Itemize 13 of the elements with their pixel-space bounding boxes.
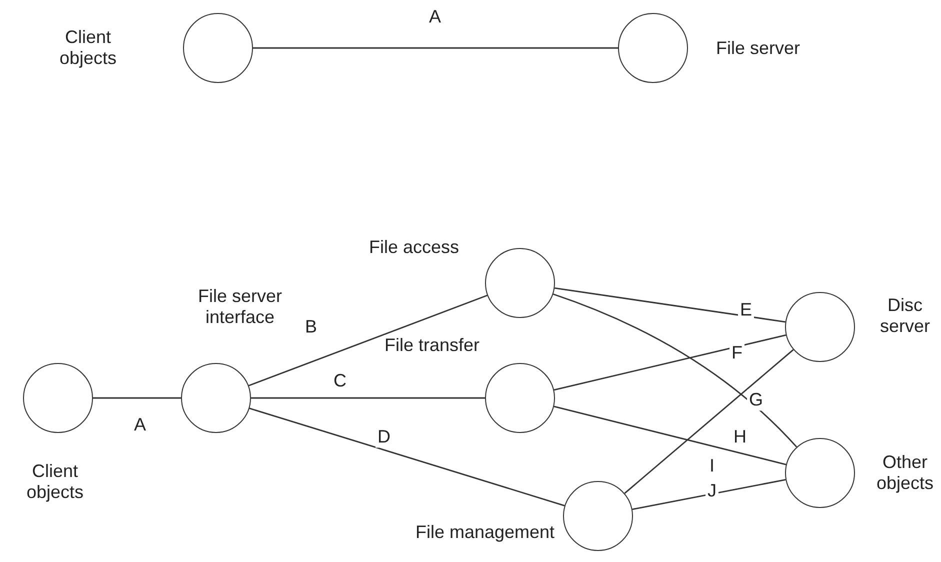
connector-line [253,47,618,49]
connector-line [554,287,786,323]
connector-line [251,397,485,399]
connector-line [249,408,565,506]
connector-line [93,397,181,399]
edge-label: G [747,390,765,410]
connector-line [624,349,794,494]
connector-line [552,293,798,448]
node-label: File management [415,522,555,542]
connector-line [248,294,488,386]
connector-line [632,478,786,510]
connector-line [554,334,786,391]
connector-line [554,406,786,466]
